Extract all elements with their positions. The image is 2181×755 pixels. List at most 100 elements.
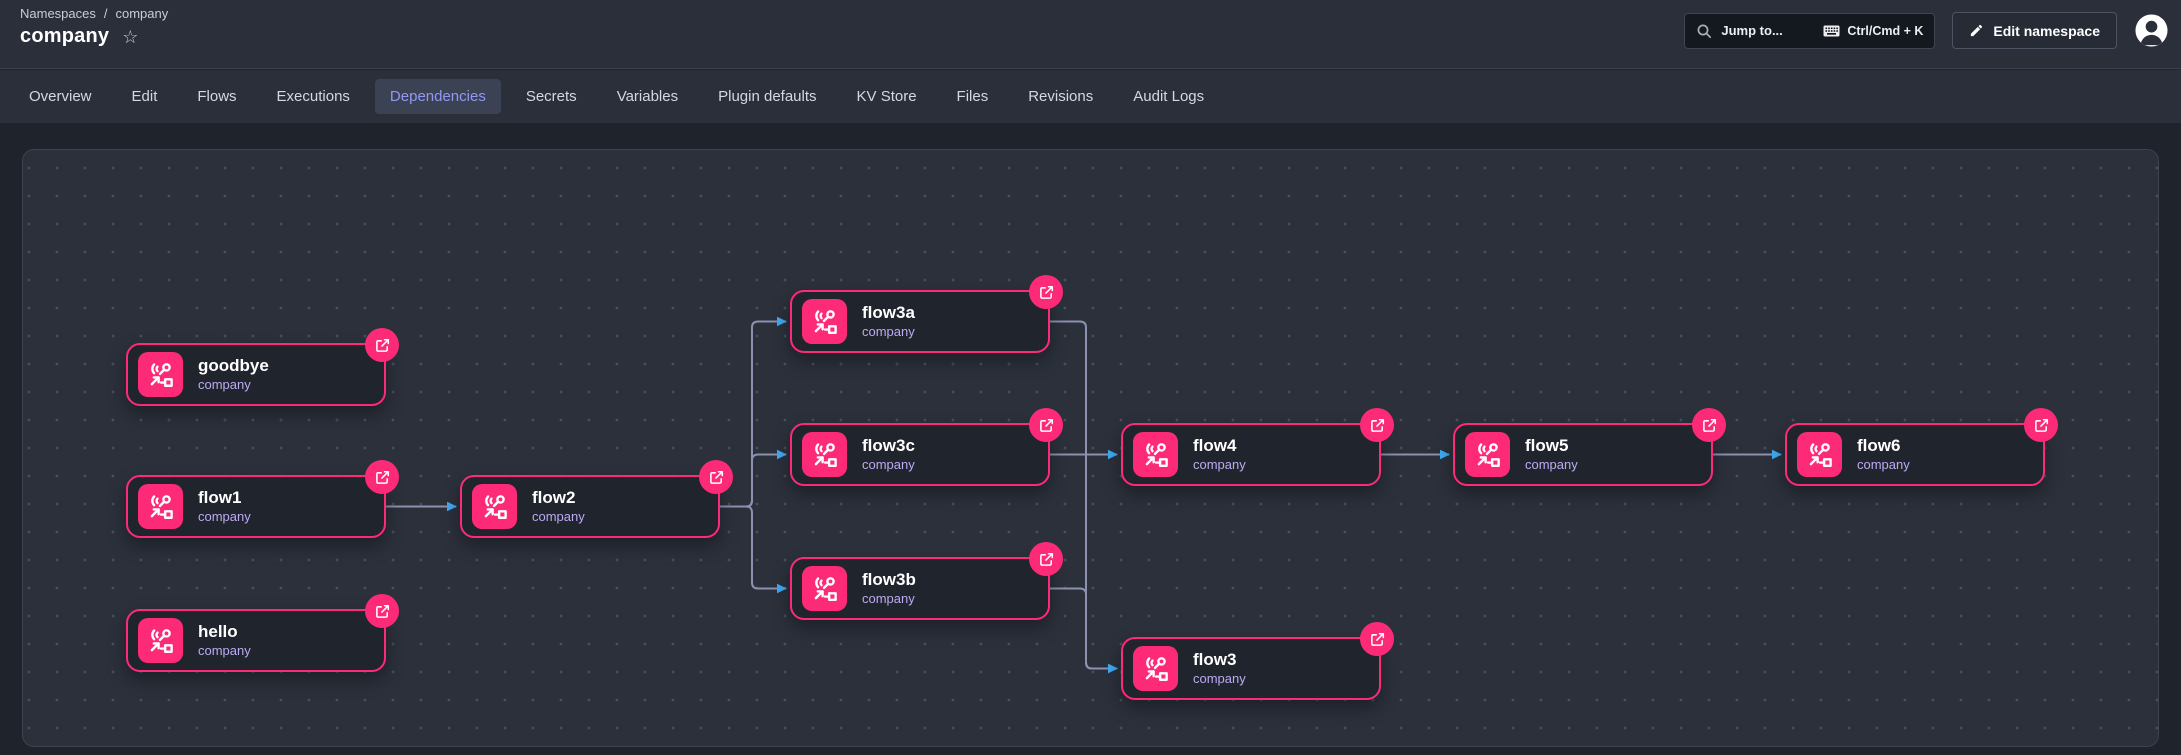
external-link-icon <box>2034 418 2048 432</box>
node-title: hello <box>198 622 238 642</box>
open-flow-badge[interactable] <box>365 328 399 362</box>
node-title: flow3a <box>862 303 915 323</box>
external-link-icon <box>375 338 389 352</box>
open-flow-badge[interactable] <box>2024 408 2058 442</box>
flow-node-flow6[interactable]: flow6 company <box>1785 408 2058 486</box>
edge-flow3a-to-flow3 <box>1050 320 1118 674</box>
breadcrumb: Namespaces / company <box>20 6 168 21</box>
node-namespace: company <box>198 376 251 392</box>
open-flow-badge[interactable] <box>365 594 399 628</box>
node-title: flow4 <box>1193 436 1237 456</box>
flow-node-flow2[interactable]: flow2 company <box>460 460 733 538</box>
external-link-icon <box>1702 418 1716 432</box>
node-title: flow3c <box>862 436 915 456</box>
node-namespace: company <box>198 642 251 658</box>
open-flow-badge[interactable] <box>1029 275 1063 309</box>
tab-dependencies[interactable]: Dependencies <box>374 79 501 114</box>
tab-executions[interactable]: Executions <box>276 88 350 105</box>
edges-layer <box>386 316 1782 674</box>
external-link-icon <box>1039 418 1053 432</box>
edge-flow2-to-flow3b <box>720 505 787 594</box>
open-flow-badge[interactable] <box>1692 408 1726 442</box>
node-title: flow3 <box>1193 650 1237 670</box>
edit-namespace-button[interactable]: Edit namespace <box>1952 12 2117 49</box>
kestra-flow-icon <box>802 566 847 611</box>
node-namespace: company <box>862 456 915 472</box>
flow-node-flow3a[interactable]: flow3a company <box>790 275 1063 353</box>
kestra-flow-icon <box>1133 646 1178 691</box>
kestra-flow-icon <box>138 618 183 663</box>
flow-node-hello[interactable]: hello company <box>126 594 399 672</box>
flow-node-flow5[interactable]: flow5 company <box>1453 408 1726 486</box>
external-link-icon <box>709 470 723 484</box>
kestra-flow-icon <box>1465 432 1510 477</box>
external-link-icon <box>375 470 389 484</box>
jump-to-search[interactable]: Jump to... Ctrl/Cmd + K <box>1684 12 1936 49</box>
node-namespace: company <box>862 590 915 606</box>
tab-variables[interactable]: Variables <box>616 88 679 105</box>
external-link-icon <box>1039 285 1053 299</box>
tab-flows[interactable]: Flows <box>197 88 237 105</box>
node-namespace: company <box>1857 456 1910 472</box>
node-title: flow3b <box>862 570 916 590</box>
open-flow-badge[interactable] <box>1360 408 1394 442</box>
pencil-icon <box>1971 24 1983 37</box>
tab-plugin-defaults[interactable]: Plugin defaults <box>718 88 817 105</box>
tab-audit-logs[interactable]: Audit Logs <box>1133 88 1205 105</box>
node-namespace: company <box>1525 456 1578 472</box>
flow-node-flow4[interactable]: flow4 company <box>1121 408 1394 486</box>
open-flow-badge[interactable] <box>365 460 399 494</box>
flow-node-flow3c[interactable]: flow3c company <box>790 408 1063 486</box>
kestra-flow-icon <box>138 352 183 397</box>
open-flow-badge[interactable] <box>1029 542 1063 576</box>
tab-files[interactable]: Files <box>956 88 989 105</box>
search-placeholder: Jump to... <box>1721 23 1783 38</box>
kestra-flow-icon <box>138 484 183 529</box>
edit-namespace-label: Edit namespace <box>1993 22 2100 39</box>
tab-bar: Overview Edit Flows Executions Dependencies S… <box>0 70 2181 123</box>
tab-overview[interactable]: Overview <box>29 88 92 105</box>
open-flow-badge[interactable] <box>699 460 733 494</box>
breadcrumb-separator: / <box>103 6 108 21</box>
search-icon <box>1697 24 1712 38</box>
kestra-flow-icon <box>802 299 847 344</box>
kestra-flow-icon <box>1133 432 1178 477</box>
node-namespace: company <box>1193 456 1246 472</box>
tab-kv-store[interactable]: KV Store <box>856 88 917 105</box>
flow-node-flow3[interactable]: flow3 company <box>1121 622 1394 700</box>
tab-secrets[interactable]: Secrets <box>525 88 577 105</box>
node-namespace: company <box>862 323 915 339</box>
favorite-star-icon[interactable]: ☆ <box>122 26 139 47</box>
external-link-icon <box>375 604 389 618</box>
kestra-flow-icon <box>472 484 517 529</box>
node-title: flow1 <box>198 488 242 508</box>
external-link-icon <box>1039 552 1053 566</box>
tab-edit[interactable]: Edit <box>131 88 158 105</box>
kestra-flow-icon <box>1797 432 1842 477</box>
node-namespace: company <box>198 508 251 524</box>
edge-flow3b-to-flow3 <box>1050 587 1118 674</box>
open-flow-badge[interactable] <box>1029 408 1063 442</box>
node-title: flow2 <box>532 488 576 508</box>
node-title: flow6 <box>1857 436 1901 456</box>
open-flow-badge[interactable] <box>1360 622 1394 656</box>
node-namespace: company <box>532 508 585 524</box>
flow-node-flow3b[interactable]: flow3b company <box>790 542 1063 620</box>
search-shortcut: Ctrl/Cmd + K <box>1847 23 1924 38</box>
flow-node-flow1[interactable]: flow1 company <box>126 460 399 538</box>
node-title: flow5 <box>1525 436 1569 456</box>
external-link-icon <box>1370 632 1384 646</box>
keyboard-icon <box>1823 25 1840 36</box>
breadcrumb-namespaces[interactable]: Namespaces <box>20 6 96 21</box>
top-header: Namespaces / company company ☆ Jump to..… <box>0 0 2181 69</box>
user-avatar-icon[interactable] <box>2134 13 2169 48</box>
node-namespace: company <box>1193 670 1246 686</box>
kestra-flow-icon <box>802 432 847 477</box>
breadcrumb-current[interactable]: company <box>115 6 169 21</box>
dependency-canvas[interactable]: goodbye company flow1 <box>22 149 2159 747</box>
tab-revisions[interactable]: Revisions <box>1028 88 1094 105</box>
external-link-icon <box>1370 418 1384 432</box>
node-title: goodbye <box>198 356 269 376</box>
flow-node-goodbye[interactable]: goodbye company <box>126 328 399 406</box>
page-title: company <box>20 25 110 47</box>
